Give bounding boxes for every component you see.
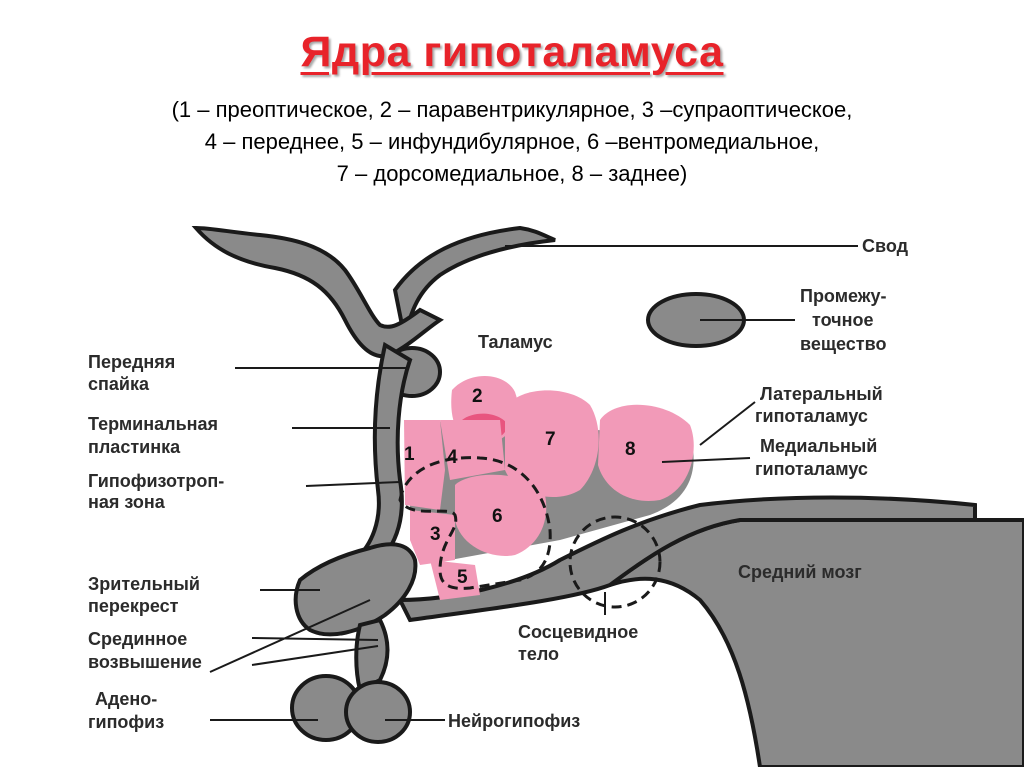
nucleus-1: [404, 420, 445, 510]
nucleus-label-2: 2: [472, 386, 483, 407]
label-sredinnoe-1: Срединное: [88, 629, 187, 649]
label-terminal-1: Терминальная: [88, 414, 218, 434]
label-sredinnoe-2: возвышение: [88, 652, 202, 672]
midbrain-shape: [610, 520, 1024, 767]
label-perednyaya-2: спайка: [88, 374, 150, 394]
label-terminal-2: пластинка: [88, 437, 181, 457]
leader-lat: [700, 402, 755, 445]
nucleus-label-7: 7: [545, 429, 556, 450]
label-med-2: гипоталамус: [755, 459, 868, 479]
label-sosets-1: Сосцевидное: [518, 622, 638, 642]
nucleus-label-3: 3: [430, 524, 441, 545]
label-zritelny-1: Зрительный: [88, 574, 200, 594]
label-gipofizotrop-1: Гипофизотроп-: [88, 471, 224, 491]
label-adeno-1: Адено-: [95, 689, 157, 709]
label-promezh-1: Промежу-: [800, 286, 887, 306]
nucleus-label-1: 1: [404, 444, 415, 465]
nucleus-label-8: 8: [625, 439, 636, 460]
label-sosets-2: тело: [518, 644, 559, 664]
label-lat-1: Латеральный: [760, 384, 883, 404]
label-promezh-2: точное: [812, 310, 873, 330]
nucleus-label-6: 6: [492, 506, 503, 527]
label-zritelny-2: перекрест: [88, 596, 179, 616]
label-svod: Свод: [862, 236, 909, 256]
nucleus-5: [430, 560, 480, 600]
leader-sredinnoe-1: [210, 600, 370, 672]
pituitary-stalk: [356, 620, 387, 690]
label-adeno-2: гипофиз: [88, 712, 164, 732]
label-neirogipofiz: Нейрогипофиз: [448, 711, 580, 731]
label-sredny-mozg: Средний мозг: [738, 562, 862, 582]
label-gipofizotrop-2: ная зона: [88, 492, 166, 512]
label-talamus: Таламус: [478, 332, 553, 352]
nucleus-label-4: 4: [447, 447, 458, 468]
neurohypophysis: [346, 682, 410, 742]
label-perednyaya-1: Передняя: [88, 352, 175, 372]
label-med-1: Медиальный: [760, 436, 877, 456]
nucleus-label-5: 5: [457, 567, 468, 588]
label-lat-2: гипоталамус: [755, 406, 868, 426]
label-promezh-3: вещество: [800, 334, 886, 354]
nucleus-8: [598, 405, 694, 501]
